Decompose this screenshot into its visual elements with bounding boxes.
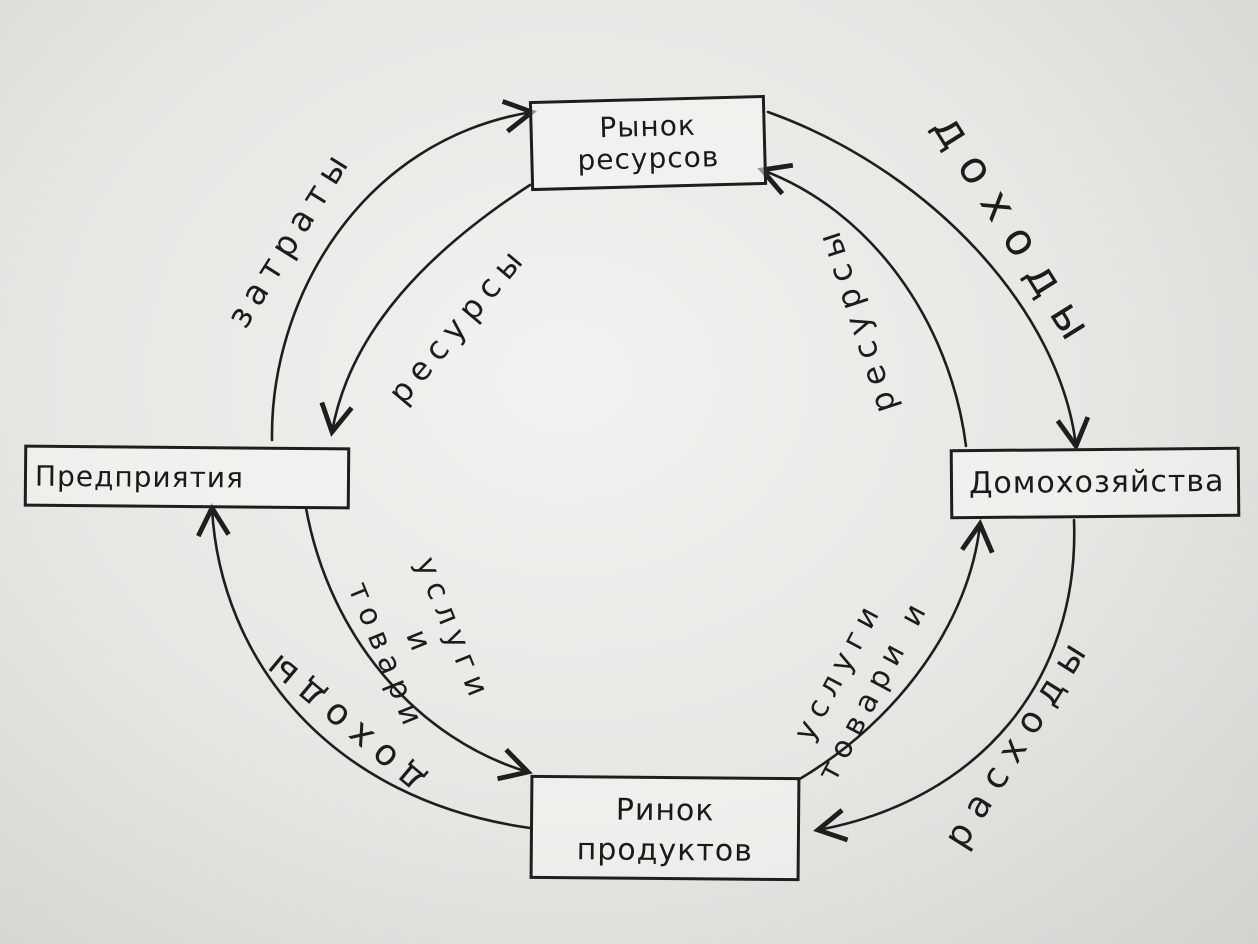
arrow-income-bottom [196, 503, 532, 830]
resource-market-line-2: ресурсов [577, 140, 720, 177]
households-box: Домохозяйства [949, 446, 1241, 520]
arrow-services-goods-left [304, 506, 533, 782]
firms-box: Предприятия [23, 444, 351, 510]
arrow-resources-left [319, 183, 532, 437]
households-label: Домохозяйства [968, 463, 1225, 502]
product-market-line-2: продуктов [576, 832, 754, 869]
firms-label: Предприятия [34, 459, 245, 495]
arrow-income-top [766, 110, 1091, 451]
arrow-costs [270, 99, 537, 442]
product-market-line-1: Ринок [615, 792, 715, 829]
arrow-services-goods-right [796, 519, 995, 782]
product-market-box: Ринок продуктов [529, 774, 801, 882]
arrow-expenses [813, 518, 1076, 843]
arrow-resources-right [757, 162, 968, 448]
resource-market-box: Рынок ресурсов [528, 94, 768, 192]
